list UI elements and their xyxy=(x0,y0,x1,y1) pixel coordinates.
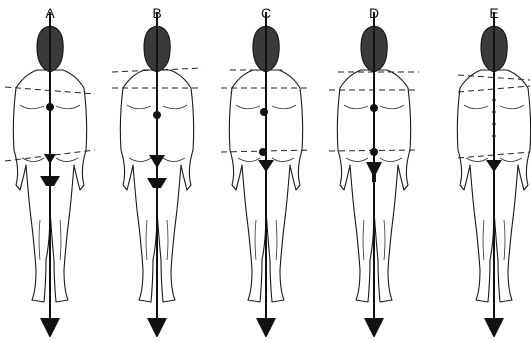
figure-c: C xyxy=(221,5,311,328)
figure-d: D xyxy=(329,5,419,328)
figure-b: B xyxy=(112,5,202,328)
figure-e: E xyxy=(457,5,530,328)
figure-a: A xyxy=(5,5,95,328)
